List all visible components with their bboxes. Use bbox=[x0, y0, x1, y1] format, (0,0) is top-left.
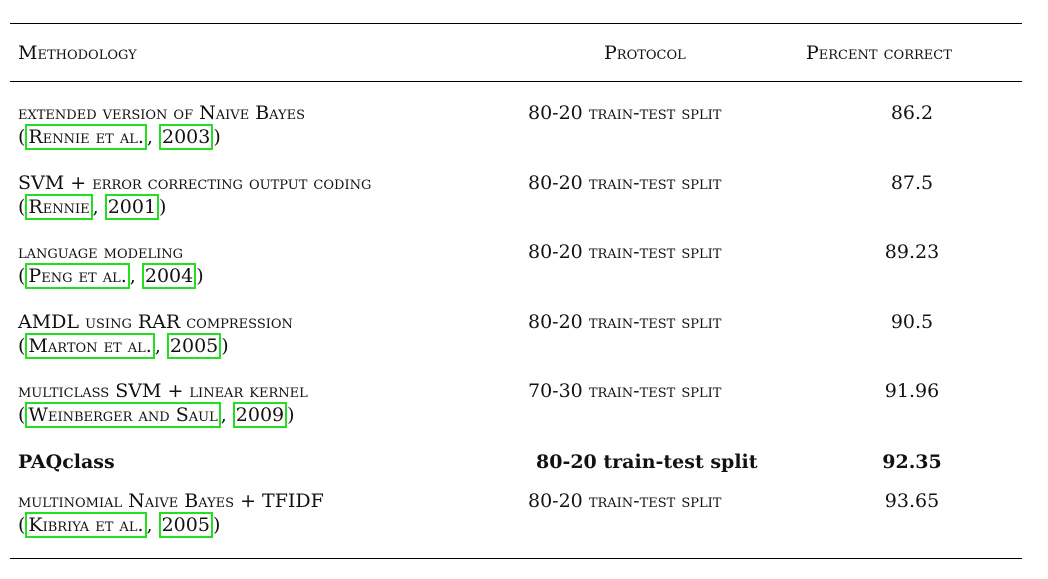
header-percent-correct: Percent correct bbox=[806, 42, 952, 64]
protocol-cell: 80-20 train-test split bbox=[528, 490, 722, 512]
citation-author-link[interactable]: Kibriya et al. bbox=[25, 512, 147, 538]
method-name: language modeling bbox=[18, 241, 184, 263]
table-row: AMDL using RAR compression (Marton et al… bbox=[18, 311, 293, 359]
percent-cell: 92.35 bbox=[882, 451, 942, 473]
citation-author-link[interactable]: Marton et al. bbox=[25, 333, 155, 359]
citation-author-link[interactable]: Weinberger and Saul bbox=[25, 402, 221, 428]
table-row: multiclass SVM + linear kernel (Weinberg… bbox=[18, 380, 308, 428]
method-name: multiclass SVM + linear kernel bbox=[18, 380, 308, 402]
citation-year-link[interactable]: 2003 bbox=[159, 124, 214, 150]
table-header-rule bbox=[10, 81, 1022, 82]
protocol-cell: 80-20 train-test split bbox=[536, 451, 758, 473]
table-row: SVM + error correcting output coding (Re… bbox=[18, 172, 372, 220]
citation-author-link[interactable]: Rennie bbox=[25, 194, 93, 220]
header-methodology: Methodology bbox=[18, 42, 137, 64]
method-name: multinomial Naive Bayes + TFIDF bbox=[18, 490, 324, 512]
percent-cell: 90.5 bbox=[890, 311, 934, 333]
table-row: language modeling (Peng et al., 2004) bbox=[18, 241, 204, 289]
protocol-cell: 80-20 train-test split bbox=[528, 172, 722, 194]
protocol-cell: 80-20 train-test split bbox=[528, 102, 722, 124]
table-bottom-rule bbox=[10, 558, 1022, 559]
citation-author-link[interactable]: Rennie et al. bbox=[25, 124, 147, 150]
percent-cell: 89.23 bbox=[884, 241, 940, 263]
percent-cell: 93.65 bbox=[884, 490, 940, 512]
method-name: extended version of Naive Bayes bbox=[18, 102, 306, 124]
citation-year-link[interactable]: 2005 bbox=[158, 512, 213, 538]
method-name: PAQclass bbox=[18, 451, 115, 473]
protocol-cell: 70-30 train-test split bbox=[528, 380, 722, 402]
percent-cell: 86.2 bbox=[890, 102, 934, 124]
protocol-cell: 80-20 train-test split bbox=[528, 311, 722, 333]
table-row: multinomial Naive Bayes + TFIDF (Kibriya… bbox=[18, 490, 324, 538]
percent-cell: 91.96 bbox=[884, 380, 940, 402]
citation-year-link[interactable]: 2005 bbox=[166, 333, 222, 359]
header-protocol: Protocol bbox=[604, 42, 686, 64]
table-row-highlight: PAQclass bbox=[18, 450, 115, 474]
percent-cell: 87.5 bbox=[890, 172, 934, 194]
citation-author-link[interactable]: Peng et al. bbox=[25, 263, 130, 289]
citation-year-link[interactable]: 2001 bbox=[104, 194, 160, 220]
method-name: AMDL using RAR compression bbox=[18, 311, 293, 333]
citation-year-link[interactable]: 2004 bbox=[141, 263, 197, 289]
citation-year-link[interactable]: 2009 bbox=[232, 402, 288, 428]
table-top-rule bbox=[10, 23, 1022, 24]
table-row: extended version of Naive Bayes (Rennie … bbox=[18, 102, 306, 150]
method-name: SVM + error correcting output coding bbox=[18, 172, 372, 194]
protocol-cell: 80-20 train-test split bbox=[528, 241, 722, 263]
